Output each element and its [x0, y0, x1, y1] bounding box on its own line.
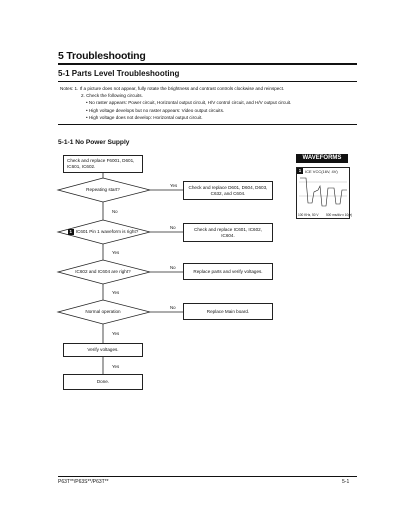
section-title: 5 Troubleshooting: [58, 50, 146, 62]
flow-q4-yes: Yes: [112, 331, 120, 336]
footer-model: P63T**/P63S**/P63T**: [58, 479, 109, 485]
procedure-title: 5-1-1 No Power Supply: [58, 139, 130, 146]
flow-a3-box: Replace parts and verify voltages.: [183, 263, 273, 280]
notes-block: Notes: 1. If a picture does not appear, …: [60, 85, 350, 121]
waveform-panel: [296, 167, 350, 219]
flow-q1-no: No: [112, 209, 118, 214]
notes-top-rule: [58, 81, 357, 82]
waveform-scale-right: 500 ms/div x 10(e): [326, 213, 353, 217]
flow-start-box: Check and replace F6001, D601, IC601, IC…: [63, 155, 143, 173]
flow-s6-box: Done.: [63, 374, 143, 390]
flow-q3-yes: Yes: [112, 290, 120, 295]
flow-q2-yes: Yes: [112, 250, 120, 255]
flow-q2-label: IC601 Pin 1 waveform is right?: [75, 229, 139, 234]
notes-line-2: 2. Check the following circuits.: [81, 93, 143, 99]
flow-s5-yes: Yes: [112, 364, 120, 369]
flow-q4-no: No: [170, 305, 176, 310]
notes-bottom-rule: [58, 124, 357, 125]
flow-q3-label: IC602 and IC604 are right?: [75, 269, 131, 274]
flow-q2: 1 IC601 Pin 1 waveform is right?: [64, 226, 142, 238]
waveform-scale-left: 100 KHz, 50 V: [298, 213, 319, 217]
footer-rule: [58, 476, 357, 477]
notes-bullet-2: • High voltage develops but no raster ap…: [86, 107, 225, 113]
section-rule: [58, 63, 357, 65]
page-number: 5-1: [342, 479, 350, 485]
notes-line-1: Notes: 1. If a picture does not appear, …: [60, 86, 285, 91]
flow-a1-box: Check and replace D601, D604, D603, C632…: [183, 181, 273, 200]
waveform-number: 1: [297, 168, 303, 174]
notes-bullet-3: • High voltage does not develop: Horizon…: [86, 114, 203, 120]
flow-q1-yes: Yes: [170, 183, 178, 188]
subsection-title: 5-1 Parts Level Troubleshooting: [58, 69, 180, 78]
flow-q4-label: Normal operation: [85, 309, 121, 314]
flow-q3-no: No: [170, 265, 176, 270]
flow-q1-label: Repeating start?: [86, 187, 120, 192]
flow-a2-box: Check and replace IC601, IC602, IC604.: [183, 223, 273, 242]
flow-q2-no: No: [170, 225, 176, 230]
waveforms-title: WAVEFORMS: [296, 154, 348, 163]
flow-q2-number: 1: [67, 229, 74, 235]
waveform-label: ICE VCC(16V, 4V): [305, 169, 338, 174]
flow-s5-box: Verify voltages.: [63, 343, 143, 357]
waveform-trace: [299, 177, 347, 207]
notes-bullet-1: • No raster appears: Power circuit, Hori…: [86, 100, 292, 106]
flow-a4-box: Replace Main board.: [183, 303, 273, 320]
